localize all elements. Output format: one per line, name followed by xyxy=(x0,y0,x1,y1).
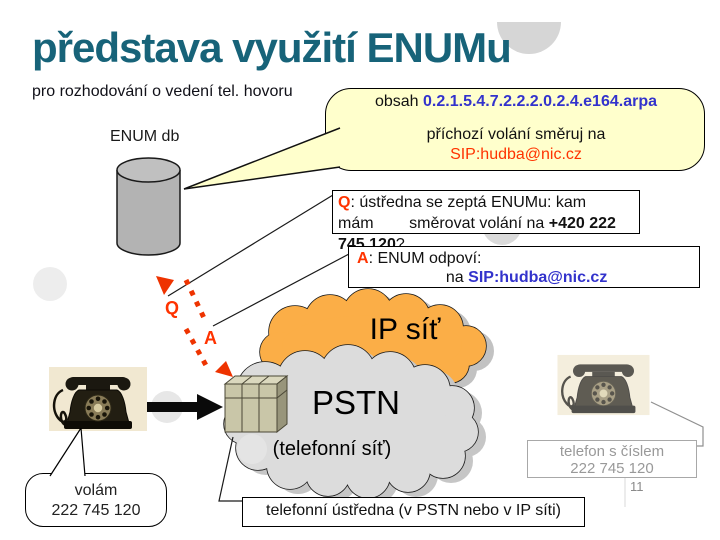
callee-box-leader-line xyxy=(650,401,704,447)
callee-caption: telefon s číslem xyxy=(559,443,665,460)
caller-speech-bubble: volám 222 745 120 xyxy=(25,473,167,527)
call-direction-arrow xyxy=(143,394,223,420)
query-callout-box: Q: ústředna se zeptá ENUMu: kam mám směr… xyxy=(332,190,640,253)
ip-network-label: IP síť xyxy=(369,313,441,346)
dns-record-line: obsah 0.2.1.5.4.7.2.2.2.0.2.4.e164.arpa xyxy=(330,93,702,111)
query-text: : ústředna se zeptá ENUMu: kam mám směro… xyxy=(338,194,587,232)
caller-number: 222 745 120 xyxy=(51,502,141,519)
answer-label: A xyxy=(357,250,369,267)
dns-routing-text: příchozí volání směruj na xyxy=(426,126,606,143)
telephone-exchange-icon xyxy=(223,374,289,434)
answer-arrow-label: A xyxy=(204,328,217,348)
query-suffix: ? xyxy=(395,236,405,253)
query-label: Q xyxy=(338,194,351,211)
deco-half-disc xyxy=(497,22,561,54)
pstn-network-label: PSTN xyxy=(311,384,400,421)
a-box-leader-line xyxy=(212,253,350,327)
page-subtitle: pro rozhodování o vedení tel. hovoru xyxy=(32,83,293,100)
callee-number: 222 745 120 xyxy=(570,460,654,477)
page-number: 11 xyxy=(630,479,644,494)
callee-phone-icon xyxy=(557,355,649,415)
database-cylinder-icon xyxy=(116,157,181,256)
enum-db-label: ENUM db xyxy=(110,128,180,145)
caller-action: volám xyxy=(74,482,118,499)
answer-callout-box: A: ENUM odpoví: na SIP:hudba@nic.cz xyxy=(348,246,700,288)
q-box-leader-line xyxy=(167,194,334,297)
query-arrow xyxy=(156,276,207,320)
query-arrow-label: Q xyxy=(165,298,180,318)
answer-arrow xyxy=(183,327,233,377)
caller-phone-icon xyxy=(49,367,147,431)
page-title: představa využití ENUMu xyxy=(32,24,512,71)
dns-sip-target: SIP:hudba@nic.cz xyxy=(450,146,582,163)
deco-circle-left xyxy=(33,267,67,301)
pstn-network-sublabel: (telefonní síť) xyxy=(272,438,392,460)
answer-sip-value: SIP:hudba@nic.cz xyxy=(468,269,608,286)
exchange-box-leader-line xyxy=(218,436,242,502)
answer-text: : ENUM odpoví: na xyxy=(368,250,482,286)
exchange-label-box: telefonní ústředna (v PSTN nebo v IP sít… xyxy=(242,497,585,527)
dns-record-prefix: obsah xyxy=(374,93,424,110)
dns-domain-value: 0.2.1.5.4.7.2.2.2.0.2.4.e164.arpa xyxy=(423,93,657,110)
deco-circle-switch xyxy=(237,434,267,464)
